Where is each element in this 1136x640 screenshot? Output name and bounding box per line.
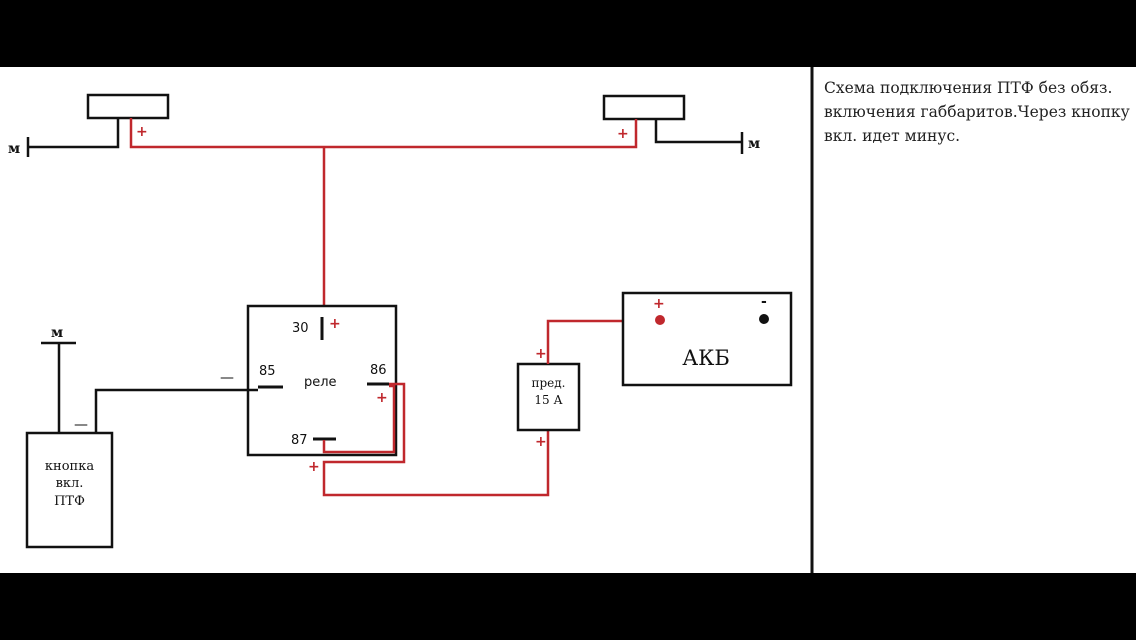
- diagram-description: Схема подключения ПТФ без обяз. включени…: [824, 79, 1130, 145]
- relay-pin-85-label: 85: [259, 364, 276, 379]
- plus-sign-lamp-right: +: [617, 126, 629, 142]
- negative-wire-button: [94, 388, 258, 432]
- plus-sign-pin86: +: [376, 390, 388, 406]
- plus-sign-lamp-left: +: [136, 124, 148, 140]
- battery-negative-terminal: [759, 314, 769, 324]
- relay-pin-30-label: 30: [292, 321, 309, 336]
- minus-sign-pin85: —: [220, 370, 234, 386]
- relay: 30 + 85 86 87 реле: [246, 304, 398, 457]
- plus-sign-pin30: +: [329, 316, 341, 332]
- button-label-line3: ПТФ: [54, 494, 85, 509]
- fuse-label-line1: пред.: [532, 376, 566, 390]
- ground-button: м: [41, 325, 76, 433]
- minus-sign-button: —: [74, 417, 88, 433]
- fog-lamp-right: [602, 94, 686, 121]
- ground-left: м: [8, 118, 120, 157]
- ground-right: м: [654, 119, 760, 154]
- plus-sign-fuse-bottom: +: [535, 434, 547, 450]
- relay-label: реле: [304, 375, 337, 390]
- button-label-line2: вкл.: [56, 476, 84, 491]
- plus-sign-fuse-top: +: [535, 346, 547, 362]
- relay-pin-87-label: 87: [291, 433, 308, 448]
- ground-button-label: м: [51, 325, 63, 341]
- fuse: пред. 15 А: [516, 362, 581, 432]
- button-label-line1: кнопка: [45, 459, 94, 474]
- fuse-label-line2: 15 А: [534, 393, 562, 407]
- positive-wire-relay-fuse: [322, 382, 550, 497]
- battery: + - АКБ: [621, 291, 793, 387]
- positive-wire-lamps: [129, 118, 638, 312]
- battery-positive-terminal: [655, 315, 665, 325]
- battery-minus-label: -: [761, 294, 767, 310]
- ground-right-label: м: [748, 136, 760, 152]
- plus-sign-pin87: +: [308, 459, 320, 475]
- battery-plus-label: +: [653, 296, 665, 312]
- fog-light-button: кнопка вкл. ПТФ: [25, 431, 114, 549]
- fog-lamp-left: [86, 93, 170, 120]
- ground-left-label: м: [8, 141, 20, 157]
- relay-pin-86-label: 86: [370, 363, 387, 378]
- battery-label: АКБ: [682, 346, 730, 370]
